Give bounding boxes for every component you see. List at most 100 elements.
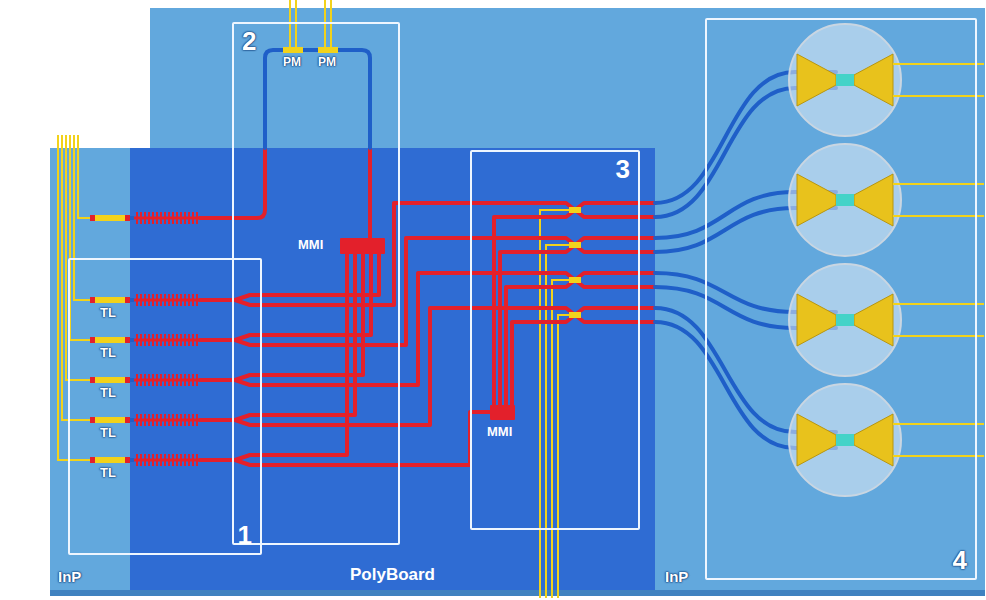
photomixer-part-part — [789, 264, 901, 376]
mmi-block-part — [490, 405, 515, 420]
laser-section-part-part — [90, 377, 95, 383]
bias-wire-part — [540, 210, 569, 598]
laser-section-part-part — [125, 457, 130, 463]
phase-modulator-pad-part — [318, 47, 338, 53]
photomixer-part-part — [893, 183, 984, 185]
polymer-waveguide-part — [560, 273, 655, 287]
photomixer-part — [789, 24, 901, 496]
inp-waveguide — [265, 50, 836, 448]
section-frame: 3 — [470, 150, 640, 530]
polymer-waveguide-part — [235, 412, 490, 465]
laser-section-part-part — [95, 297, 125, 303]
laser-section-part-part — [136, 374, 198, 386]
label-holder: TL — [100, 466, 116, 480]
laser-section-part-part — [90, 337, 95, 343]
polymer-waveguide-part — [512, 322, 560, 405]
laser-section-part-part — [95, 457, 125, 463]
photomixer-part-part — [789, 144, 901, 256]
photomixer-part-part — [893, 423, 984, 425]
photomixer-part-part — [893, 63, 984, 65]
callout-number: 3 — [616, 155, 630, 184]
coupler-pad-part — [569, 312, 581, 318]
phase-modulator-pad-part — [283, 47, 303, 53]
bias-wire-part — [58, 135, 95, 460]
photomixer-part-part — [893, 455, 984, 457]
laser-section-part-part — [136, 334, 198, 346]
laser-label: TL — [100, 426, 116, 440]
photomixer-part-part — [836, 314, 854, 326]
photomixer-part — [836, 74, 854, 446]
laser-label: TL — [100, 306, 116, 320]
label-holder: PM — [283, 56, 301, 69]
bias-wire-part — [62, 135, 95, 420]
photomixer-part-part — [797, 294, 836, 346]
bias-wire-part — [552, 280, 569, 598]
polymer-waveguide-part — [235, 308, 560, 425]
laser-section-part-part — [130, 216, 134, 220]
board-ground — [50, 8, 985, 596]
label-holder: TL — [100, 306, 116, 320]
photomixer-part-part — [797, 174, 836, 226]
polymer-waveguide-part — [200, 254, 379, 300]
coupler-pad-part — [569, 277, 581, 283]
substrate-label: PolyBoard — [350, 566, 435, 585]
photomixer-part-part — [893, 95, 984, 97]
polymer-waveguide-part — [494, 217, 560, 405]
laser-section-part-part — [95, 337, 125, 343]
laser-section-part — [136, 212, 198, 466]
laser-label: TL — [100, 386, 116, 400]
polymer-waveguide-part — [200, 254, 347, 460]
photomixer-part-part — [854, 174, 893, 226]
laser-section-part-part — [90, 417, 95, 423]
photomixer-part-part — [789, 24, 901, 136]
laser-section — [90, 212, 200, 466]
label-holder: MMI — [487, 425, 512, 439]
photomixer-part-part — [893, 335, 984, 337]
laser-section-part-part — [136, 454, 198, 466]
laser-section-part-part — [125, 417, 130, 423]
laser-section-part-part — [125, 377, 130, 383]
laser-section-part-part — [95, 377, 125, 383]
label-holder: TL — [100, 346, 116, 360]
polymer-waveguide — [200, 148, 655, 465]
bias-wire-part — [70, 135, 95, 340]
photomixer-part-part — [836, 74, 854, 86]
photomixer-part-part — [893, 303, 984, 305]
label-holder: PM — [318, 56, 336, 69]
laser-section-part-part — [130, 418, 134, 422]
laser-section-part-part — [125, 297, 130, 303]
photomixer-part-part — [854, 414, 893, 466]
laser-section-part — [130, 218, 134, 460]
laser-section-part-part — [130, 458, 134, 462]
phase-modulator-label: PM — [283, 56, 301, 69]
photomixer-part-part — [797, 414, 836, 466]
polymer-waveguide-part — [560, 203, 655, 217]
board-ground-part — [150, 8, 655, 148]
photomixer-part-part — [854, 294, 893, 346]
coupler-pad — [569, 207, 581, 318]
photomixer — [789, 24, 984, 496]
laser-section-part — [90, 215, 130, 463]
label-holder: MMI — [298, 238, 323, 252]
photomixer-part — [893, 64, 984, 456]
laser-section-part-part — [136, 212, 198, 224]
polymer-waveguide-part — [200, 254, 363, 380]
photomixer-part — [797, 54, 893, 466]
bias-wire — [58, 0, 569, 598]
laser-section-part-part — [136, 414, 198, 426]
laser-section-part — [95, 215, 125, 463]
laser-section-part-part — [125, 215, 130, 221]
bias-wire-part — [78, 135, 95, 218]
mmi-block — [340, 238, 515, 420]
laser-label: TL — [100, 346, 116, 360]
photomixer-part-part — [797, 54, 836, 106]
polymer-waveguide-part — [560, 238, 655, 252]
section-frame: 2 — [232, 22, 400, 545]
coupler-pad-part — [569, 207, 581, 213]
photomixer-part-part — [789, 384, 901, 496]
laser-section-part-part — [130, 338, 134, 342]
laser-section-part — [134, 218, 200, 460]
board-ground-part — [50, 590, 985, 596]
laser-section-part-part — [95, 215, 125, 221]
